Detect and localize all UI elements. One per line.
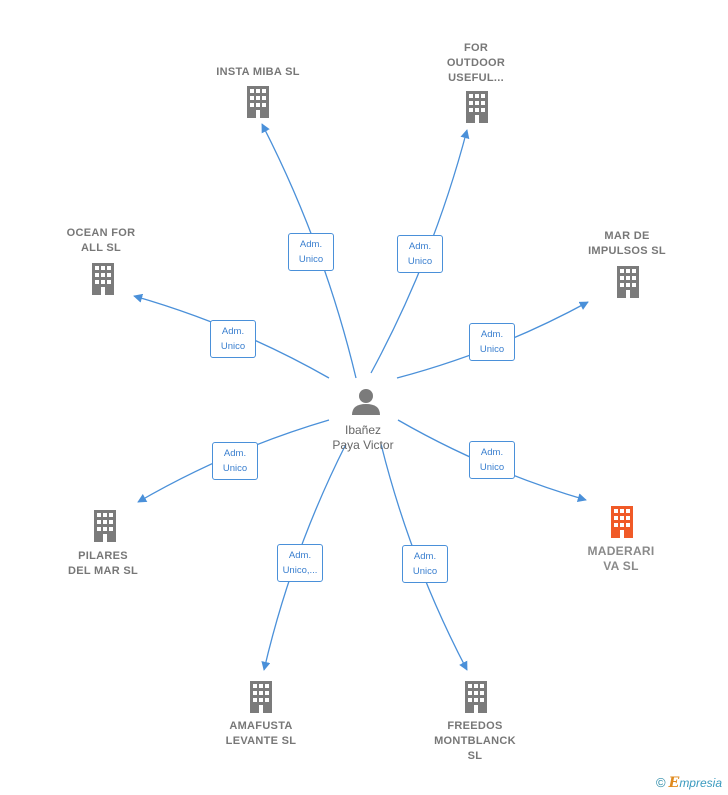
role-badge-for: Adm. Unico xyxy=(397,235,443,273)
company-label-pilares[interactable]: PILARES DEL MAR SL xyxy=(67,550,139,577)
company-label-freedos[interactable]: FREEDOS MONTBLANCK SL xyxy=(434,720,516,762)
role-badge-ocean: Adm. Unico xyxy=(210,320,256,358)
company-label-insta[interactable]: INSTA MIBA SL xyxy=(216,66,300,78)
building-icon[interactable] xyxy=(250,681,272,713)
building-icon[interactable] xyxy=(617,266,639,298)
building-icon[interactable] xyxy=(611,506,633,538)
company-label-amafusta[interactable]: AMAFUSTA LEVANTE SL xyxy=(225,720,297,747)
brand-initial: E xyxy=(668,775,680,791)
company-label-mar[interactable]: MAR DE IMPULSOS SL xyxy=(588,230,666,257)
building-icon[interactable] xyxy=(466,91,488,123)
person-icon xyxy=(352,389,380,415)
center-person-label[interactable]: Ibañez Paya Victor xyxy=(332,423,394,452)
role-badge-insta: Adm. Unico xyxy=(288,233,334,271)
brand-name: mpresia xyxy=(679,776,722,790)
role-badge-amafusta: Adm. Unico,... xyxy=(277,544,323,582)
company-label-maderari[interactable]: MADERARI VA SL xyxy=(587,544,655,573)
copyright-icon: © xyxy=(656,775,666,790)
building-icon[interactable] xyxy=(92,263,114,295)
role-badge-pilares: Adm. Unico xyxy=(212,442,258,480)
building-icon[interactable] xyxy=(94,510,116,542)
role-badge-mar: Adm. Unico xyxy=(469,323,515,361)
building-icon[interactable] xyxy=(465,681,487,713)
company-label-for[interactable]: FOR OUTDOOR USEFUL... xyxy=(446,42,506,84)
company-label-ocean[interactable]: OCEAN FOR ALL SL xyxy=(66,227,136,254)
role-badge-freedos: Adm. Unico xyxy=(402,545,448,583)
role-badge-maderari: Adm. Unico xyxy=(469,441,515,479)
empresia-watermark: ©Empresia xyxy=(656,775,722,791)
building-icon[interactable] xyxy=(247,86,269,118)
